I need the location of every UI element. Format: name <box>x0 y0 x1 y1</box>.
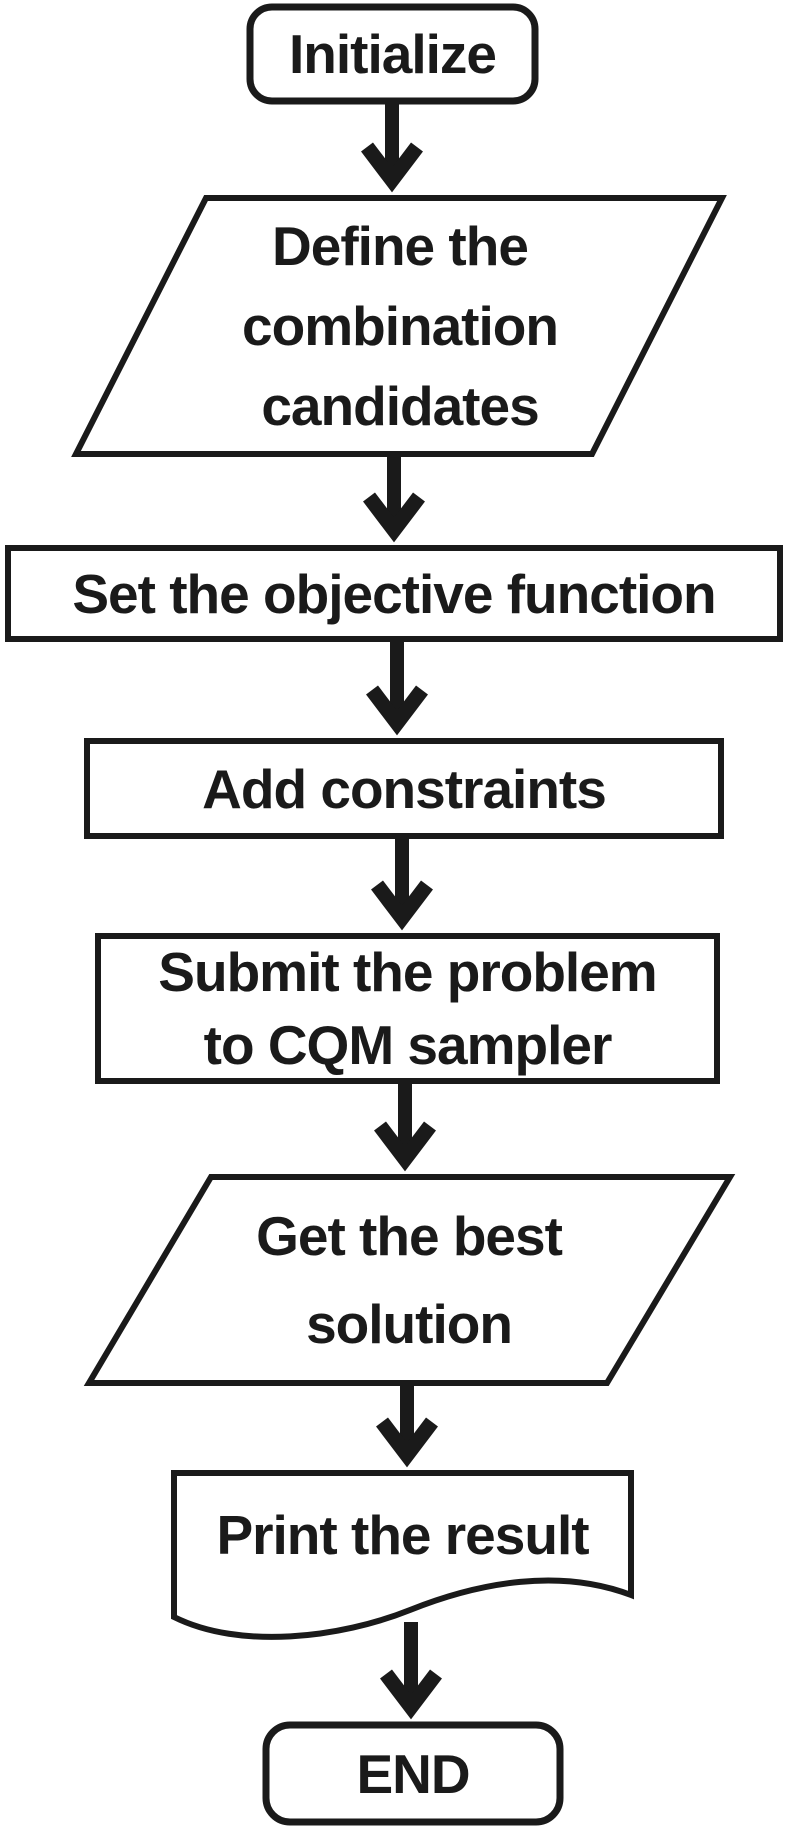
edge-arrow-print-end <box>380 1622 442 1720</box>
node-shape-define <box>71 195 727 457</box>
node-shape-end <box>262 1721 564 1826</box>
node-shape-objective <box>5 545 783 642</box>
edge-arrow-define-objective <box>363 454 425 543</box>
node-shape-print <box>171 1470 634 1640</box>
edge-arrow-constraints-submit <box>371 836 433 931</box>
node-shape-best <box>83 1174 736 1386</box>
edge-arrow-submit-best <box>374 1081 436 1172</box>
edge-arrow-objective-constraints <box>366 639 428 736</box>
node-shape-submit <box>95 933 720 1084</box>
edge-arrow-start-define <box>361 101 423 193</box>
node-shape-constraints <box>84 738 724 839</box>
edge-arrow-best-print <box>376 1383 438 1468</box>
node-shape-start <box>246 3 539 105</box>
